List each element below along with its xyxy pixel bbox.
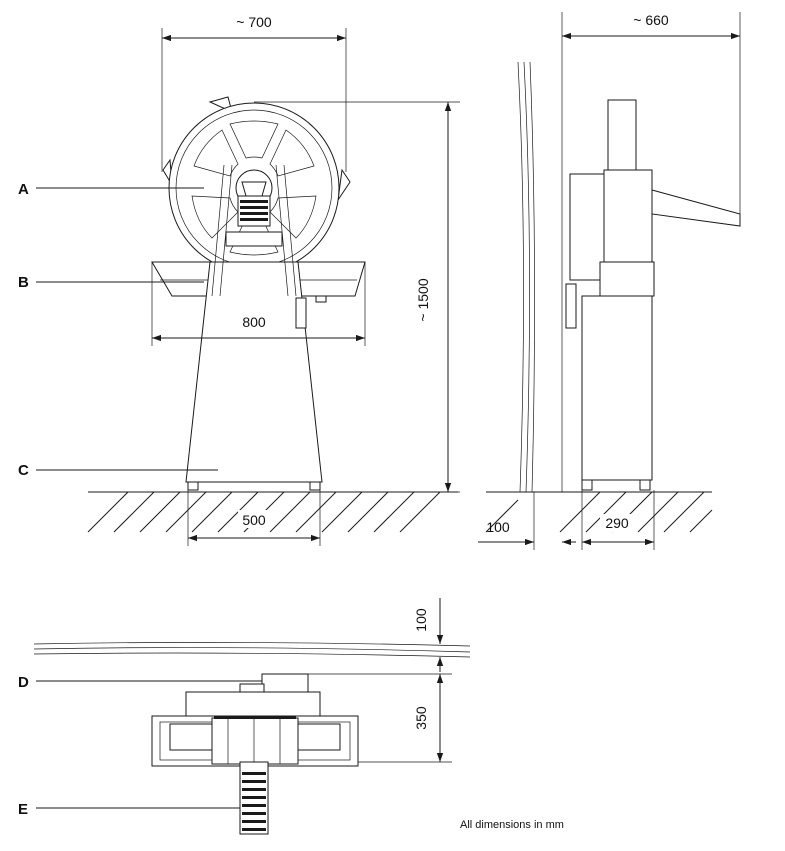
plan-view: 100 350 bbox=[33, 598, 471, 835]
dimension-side-depth-top: ~ 660 bbox=[633, 12, 669, 28]
dimension-side-wall-gap: 100 bbox=[486, 519, 510, 535]
floor-hatching bbox=[87, 491, 441, 533]
dimension-front-height: ~ 1500 bbox=[415, 278, 431, 321]
stand-c bbox=[185, 164, 323, 491]
dimensions-note: All dimensions in mm bbox=[460, 819, 564, 831]
callouts: A B C D E bbox=[18, 181, 262, 818]
clamp-teeth bbox=[240, 200, 268, 221]
dimension-side-base-depth: 290 bbox=[605, 515, 629, 531]
label-e: E bbox=[18, 801, 28, 818]
dimension-plan-depth: 350 bbox=[413, 706, 429, 730]
label-c: C bbox=[18, 462, 29, 479]
side-view: ~ 660 100 290 bbox=[478, 10, 741, 550]
machine-side bbox=[565, 99, 741, 491]
dimension-front-base-width: 500 bbox=[242, 512, 266, 528]
dimension-front-tray-width: 800 bbox=[242, 314, 266, 330]
front-view: ~ 700 ~ 1500 800 500 bbox=[87, 12, 460, 546]
clamp-e bbox=[239, 761, 269, 835]
label-d: D bbox=[18, 674, 29, 691]
dimension-front-width-top: ~ 700 bbox=[236, 14, 272, 30]
wall-line bbox=[517, 61, 524, 493]
label-b: B bbox=[18, 274, 29, 291]
wall-line-plan bbox=[33, 642, 471, 647]
reel-plan bbox=[151, 715, 359, 767]
dimension-plan-wall-gap: 100 bbox=[413, 608, 429, 632]
reel-a bbox=[162, 96, 351, 274]
unit-d bbox=[185, 673, 321, 717]
floor-hatching-side bbox=[485, 491, 713, 533]
label-a: A bbox=[18, 181, 29, 198]
